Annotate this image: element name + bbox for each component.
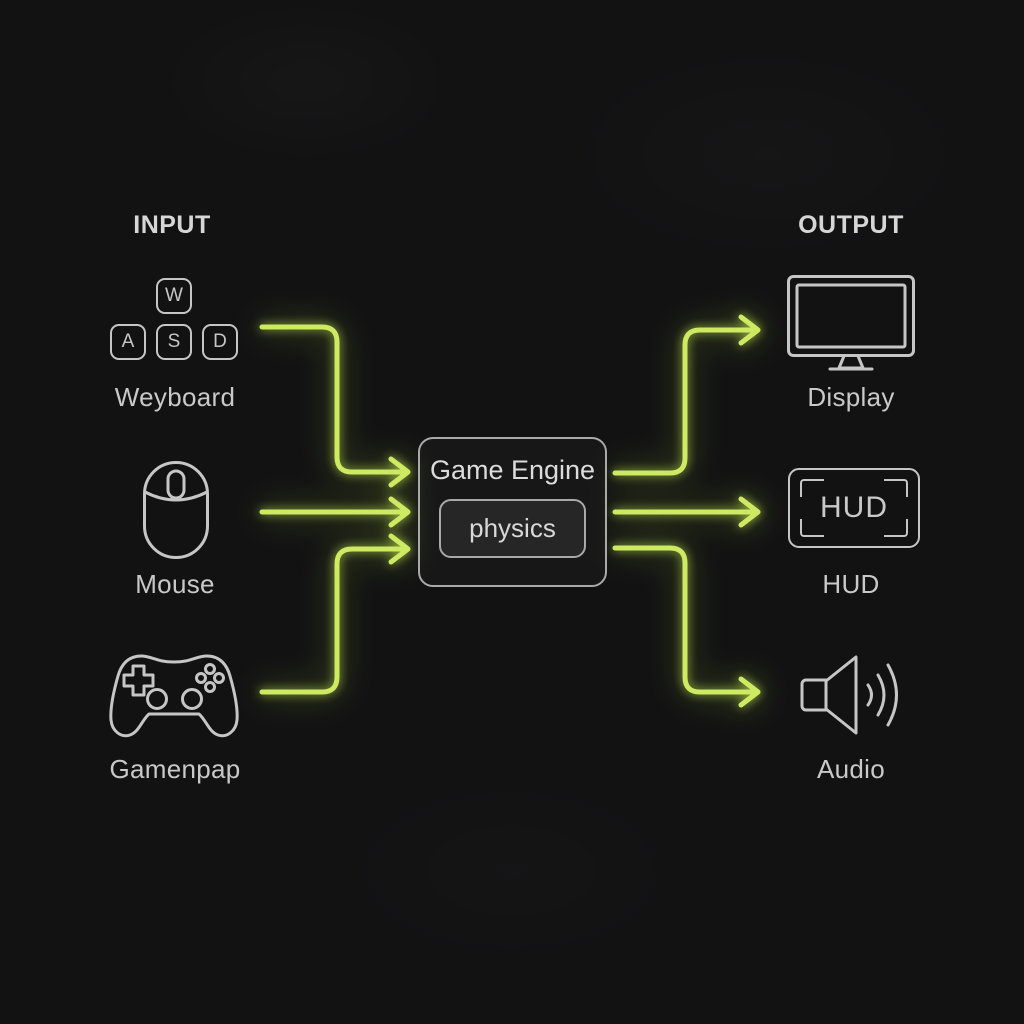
mouse-icon [143, 461, 209, 559]
monitor-icon [787, 275, 915, 371]
flow-arrow-engine-to-audio [612, 545, 761, 708]
hud-corner-tr [884, 479, 908, 497]
game-engine-title: Game Engine [429, 455, 596, 485]
key-w: W [156, 278, 192, 314]
game-engine-box: Game Engine physics [418, 437, 607, 587]
audio-label: Audio [817, 754, 885, 784]
hud-corner-bl [800, 519, 824, 537]
flow-arrow-engine-to-hud [612, 496, 761, 528]
output-section-header: OUTPUT [798, 211, 904, 239]
hud-label: HUD [822, 569, 880, 599]
hud-brackets-icon: HUD [788, 468, 920, 548]
wasd-keys-icon: W A S D [109, 278, 239, 362]
display-label: Display [807, 382, 895, 412]
hud-corner-br [884, 519, 908, 537]
arrow-group [259, 314, 761, 708]
key-s: S [156, 324, 192, 360]
physics-module-box: physics [439, 499, 586, 558]
gamepad-icon [109, 654, 239, 738]
gamepad-label: Gamenpap [109, 754, 241, 784]
flow-arrow-engine-to-display [612, 314, 761, 476]
key-a: A [110, 324, 146, 360]
input-section-header: INPUT [133, 211, 211, 239]
hud-corner-tl [800, 479, 824, 497]
mouse-label: Mouse [135, 569, 215, 599]
hud-icon-text: HUD [820, 491, 888, 524]
flow-arrow-mouse-to-engine [259, 496, 411, 528]
speaker-icon [800, 655, 898, 735]
key-d: D [202, 324, 238, 360]
flow-arrow-keyboard-to-engine [259, 324, 411, 488]
flow-arrow-gamepad-to-engine [259, 533, 411, 695]
keyboard-label: Weyboard [114, 382, 236, 412]
